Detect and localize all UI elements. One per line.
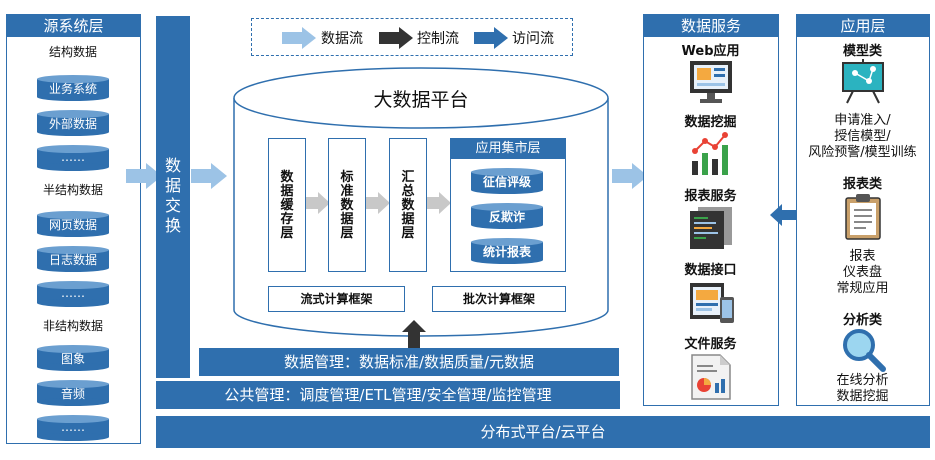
data-cache-layer: 数据缓存层 [268, 138, 306, 272]
data-management-band: 数据管理：数据标准/数据质量/元数据 [199, 348, 619, 376]
data-exchange-label: 数据交换 [165, 156, 182, 235]
model-category-desc-3: 风险预警/模型训练 [808, 145, 917, 160]
data-flow-arrow-icon [126, 163, 162, 189]
semi-structured-data-label: 半结构数据 [42, 183, 103, 197]
data-flow-arrow-icon [612, 163, 648, 189]
devices-icon [690, 283, 734, 323]
data-cache-layer-label: 数据缓存层 [280, 170, 294, 241]
public-management-band: 公共管理：调度管理/ETL管理/安全管理/监控管理 [156, 381, 620, 409]
data-mining-label: 数据挖掘 [684, 115, 737, 130]
source-cylinder: 网页数据 [37, 211, 109, 237]
data-flow-arrow-icon [191, 163, 227, 189]
source-cylinder: 音频 [37, 380, 109, 406]
access-flow-arrow-icon [474, 27, 508, 49]
summary-data-layer-label: 汇总数据层 [401, 170, 415, 241]
document-chart-icon [691, 354, 731, 400]
gray-flow-arrow-icon [427, 192, 451, 214]
structured-data-label: 结构数据 [48, 45, 97, 59]
control-flow-up-arrow-icon [402, 320, 426, 348]
source-cylinder: 外部数据 [37, 110, 109, 136]
data-exchange-band: 数据交换 [156, 16, 190, 378]
platform-title: 大数据平台 [373, 89, 469, 111]
legend-access-flow: 访问流 [512, 31, 554, 47]
source-layer-title: 源系统层 [7, 15, 140, 37]
source-layer-panel: 源系统层 结构数据 业务系统 外部数据 …… 半结构数据 网页数据 日志数据 …… [6, 14, 141, 444]
standard-data-layer: 标准数据层 [328, 138, 366, 272]
access-flow-arrow-icon [770, 204, 798, 226]
gray-flow-arrow-icon [366, 192, 390, 214]
gray-flow-arrow-icon [306, 192, 330, 214]
code-window-icon [690, 207, 732, 249]
legend-control-flow: 控制流 [417, 31, 459, 47]
presentation-board-icon [842, 59, 884, 104]
file-service-label: 文件服务 [684, 337, 737, 352]
analysis-category-desc-1: 在线分析 [836, 373, 889, 388]
summary-data-layer: 汇总数据层 [389, 138, 427, 272]
data-services-title: 数据服务 [644, 15, 778, 37]
source-cylinder: …… [37, 415, 109, 441]
standard-data-layer-label: 标准数据层 [340, 170, 354, 241]
legend-data-flow: 数据流 [321, 31, 363, 47]
source-cylinder: 日志数据 [37, 246, 109, 272]
report-service-label: 报表服务 [684, 189, 737, 204]
model-category-title: 模型类 [842, 44, 882, 59]
app-layer-panel: 应用层 模型类 申请准入/ 授信模型/ 风险预警/模型训练 报表类 报表 仪表盘… [796, 14, 930, 406]
app-layer-title: 应用层 [797, 15, 929, 37]
source-cylinder: 业务系统 [37, 75, 109, 101]
analysis-category-title: 分析类 [842, 313, 882, 328]
report-category-title: 报表类 [842, 177, 882, 192]
source-cylinder: 图象 [37, 345, 109, 371]
line-chart-icon [692, 132, 728, 175]
source-cylinder: …… [37, 281, 109, 307]
data-flow-arrow-icon [282, 27, 316, 49]
control-flow-arrow-icon [379, 27, 413, 49]
source-cylinder: …… [37, 145, 109, 171]
mart-cylinder: 反欺诈 [471, 203, 543, 229]
magnifier-icon [843, 329, 886, 372]
batch-framework-box: 批次计算框架 [432, 286, 566, 312]
app-mart-title: 应用集市层 [451, 139, 565, 159]
report-category-desc-1: 报表 [849, 249, 876, 264]
clipboard-icon [845, 194, 881, 240]
report-category-desc-2: 仪表盘 [842, 265, 882, 280]
model-category-desc-1: 申请准入/ [834, 113, 891, 128]
legend: 数据流 控制流 访问流 [251, 18, 573, 56]
stream-framework-box: 流式计算框架 [268, 286, 405, 312]
data-services-panel: 数据服务 Web应用 数据挖掘 报表服务 数据接口 [643, 14, 779, 406]
data-interface-label: 数据接口 [684, 263, 737, 278]
app-mart-layer: 应用集市层 征信评级 反欺诈 统计报表 [450, 138, 566, 272]
web-app-label: Web应用 [681, 44, 740, 59]
unstructured-data-label: 非结构数据 [42, 319, 103, 333]
analysis-category-desc-2: 数据挖掘 [836, 389, 889, 404]
monitor-icon [690, 61, 732, 103]
mart-cylinder: 征信评级 [471, 168, 543, 194]
distributed-platform-band: 分布式平台/云平台 [156, 416, 930, 448]
model-category-desc-2: 授信模型/ [834, 129, 891, 144]
report-category-desc-3: 常规应用 [836, 281, 889, 296]
mart-cylinder: 统计报表 [471, 238, 543, 264]
